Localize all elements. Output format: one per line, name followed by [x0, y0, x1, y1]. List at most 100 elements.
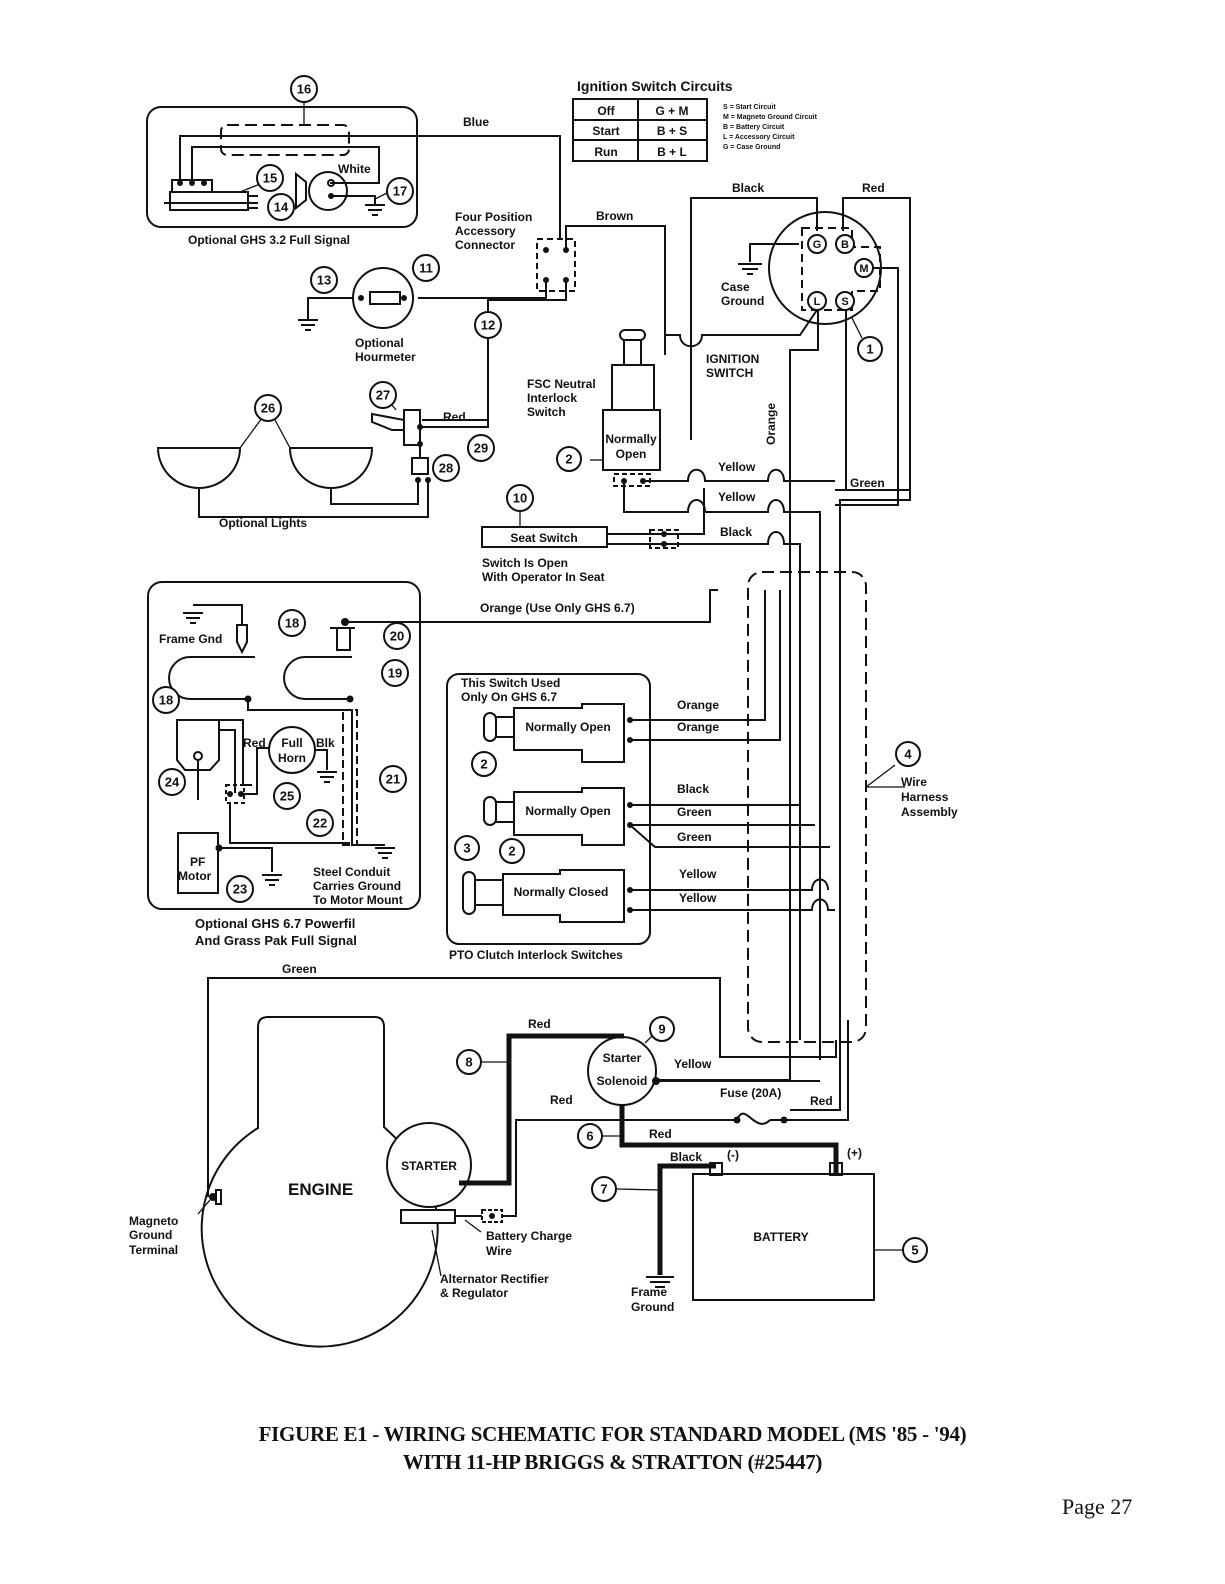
- neg-label: (-): [727, 1148, 739, 1162]
- svg-text:9: 9: [658, 1022, 665, 1037]
- ghs32-full-signal-group: White Blue Optional GHS 3.2 Full Signal: [146, 97, 561, 247]
- case-ground-label-2: Ground: [721, 294, 764, 308]
- black-label: Black: [732, 181, 764, 195]
- fsc-label-2: Interlock: [527, 391, 577, 405]
- svg-text:L: L: [814, 296, 821, 308]
- brown-label: Brown: [596, 209, 633, 223]
- harness-label-1: Wire: [901, 775, 927, 789]
- wire-harness-assembly: Wire Harness Assembly: [747, 571, 958, 1043]
- red-wire-starter: [459, 1033, 624, 1186]
- svg-text:B: B: [841, 239, 849, 251]
- fsc-normally: Normally: [605, 432, 657, 446]
- pto-yellow-1: Yellow: [679, 867, 717, 881]
- seat-note-1: Switch Is Open: [482, 556, 568, 570]
- horn-icon: [308, 171, 348, 211]
- svg-text:10: 10: [513, 491, 527, 506]
- engine-group: ENGINE STARTER Green Magneto Ground Term…: [129, 962, 837, 1348]
- alt-label-2: & Regulator: [440, 1286, 508, 1300]
- row-run-circuit: B + L: [657, 145, 687, 159]
- black-wire-seat: [607, 531, 801, 1040]
- callout-28: 28: [432, 454, 460, 482]
- yellow-solenoid-label: Yellow: [674, 1057, 712, 1071]
- svg-text:18: 18: [285, 616, 299, 631]
- svg-text:21: 21: [386, 772, 400, 787]
- svg-text:S: S: [841, 296, 848, 308]
- ign-switch-label-2: SWITCH: [706, 366, 753, 380]
- figure-caption-line-1: FIGURE E1 - WIRING SCHEMATIC FOR STANDAR…: [258, 1422, 967, 1446]
- callout-29: 29: [467, 434, 495, 462]
- black-batt-label: Black: [670, 1150, 702, 1164]
- red-fuse-left-label: Red: [550, 1093, 573, 1107]
- yellow-label-1: Yellow: [718, 460, 756, 474]
- orange-label: Orange: [764, 403, 778, 445]
- svg-text:7: 7: [600, 1182, 607, 1197]
- svg-text:14: 14: [274, 200, 289, 215]
- frame-gnd-label: Frame Gnd: [159, 632, 222, 646]
- horn-blk-label: Blk: [316, 736, 335, 750]
- svg-text:13: 13: [317, 273, 331, 288]
- legend-b: B = Battery Circuit: [723, 124, 785, 131]
- svg-text:Normally Open: Normally Open: [525, 804, 610, 818]
- callout-4: 4: [895, 741, 921, 767]
- callout-1: 1: [857, 336, 883, 362]
- conduit-label-2: Carries Ground: [313, 879, 401, 893]
- ignition-switch-group: Case Ground Black Red G B M L S IGNITION…: [640, 181, 911, 1081]
- svg-text:19: 19: [388, 666, 402, 681]
- callout-9: 9: [649, 1016, 675, 1042]
- terminal-l: L: [807, 291, 827, 311]
- ignition-switch-circuits-table: Ignition Switch Circuits Off G + M Start…: [572, 78, 818, 162]
- connector-label-2: Accessory: [455, 224, 516, 238]
- callout-2: 2: [556, 446, 582, 472]
- svg-text:16: 16: [297, 82, 311, 97]
- svg-text:29: 29: [474, 441, 488, 456]
- row-off-position: Off: [597, 104, 615, 118]
- callout-25: 25: [273, 782, 301, 810]
- callout-27: 27: [369, 381, 397, 409]
- svg-text:28: 28: [439, 461, 453, 476]
- red-batt-label: Red: [649, 1127, 672, 1141]
- fsc-neutral-switch-group: FSC Neutral Interlock Switch Normally Op…: [527, 329, 911, 1111]
- callout-21: 21: [379, 765, 407, 793]
- pf-label: PF: [190, 855, 205, 869]
- horn-full-label: Full: [281, 736, 302, 750]
- fsc-label-1: FSC Neutral: [527, 377, 596, 391]
- terminal-g: G: [807, 234, 827, 254]
- white-label: White: [338, 162, 371, 176]
- green-label-top: Green: [850, 476, 885, 490]
- hourmeter-label-2: Hourmeter: [355, 350, 416, 364]
- magneto-label-3: Terminal: [129, 1243, 178, 1257]
- red-wire-battery: [619, 1105, 839, 1175]
- harness-label-2: Harness: [901, 790, 949, 804]
- yellow-label-2: Yellow: [718, 490, 756, 504]
- callout-2: 2: [499, 838, 525, 864]
- blue-wire: [179, 135, 561, 240]
- row-off-circuit: G + M: [655, 104, 688, 118]
- fuse-icon: [736, 1112, 771, 1125]
- svg-text:Normally Open: Normally Open: [525, 720, 610, 734]
- optional-lights-group: Red Optional Lights: [156, 300, 489, 530]
- magneto-label-1: Magneto: [129, 1214, 178, 1228]
- svg-text:17: 17: [393, 184, 407, 199]
- figure-caption-line-2: WITH 11-HP BRIGGS & STRATTON (#25447): [402, 1450, 823, 1474]
- engine-icon: [200, 1016, 439, 1348]
- yellow-wire-2: [623, 481, 821, 1060]
- hourmeter-label-1: Optional: [355, 336, 404, 350]
- svg-text:27: 27: [376, 388, 390, 403]
- svg-text:2: 2: [565, 452, 572, 467]
- ground-symbol: [183, 612, 203, 624]
- white-wire: [191, 146, 380, 184]
- ghs67-caption-2: And Grass Pak Full Signal: [195, 933, 357, 948]
- callout-12: 12: [474, 311, 502, 339]
- svg-text:12: 12: [481, 318, 495, 333]
- page-number: Page 27: [1062, 1494, 1133, 1519]
- ground-symbol: [298, 319, 318, 331]
- connector-label-1: Four Position: [455, 210, 532, 224]
- magneto-label-2: Ground: [129, 1228, 172, 1242]
- orange-wire-ghs67: [345, 589, 718, 623]
- row-start-circuit: B + S: [657, 124, 687, 138]
- starter-icon: [386, 1122, 472, 1208]
- seat-note-2: With Operator In Seat: [482, 570, 605, 584]
- svg-text:4: 4: [904, 747, 912, 762]
- pos-label: (+): [847, 1146, 862, 1160]
- engine-label: ENGINE: [288, 1180, 353, 1199]
